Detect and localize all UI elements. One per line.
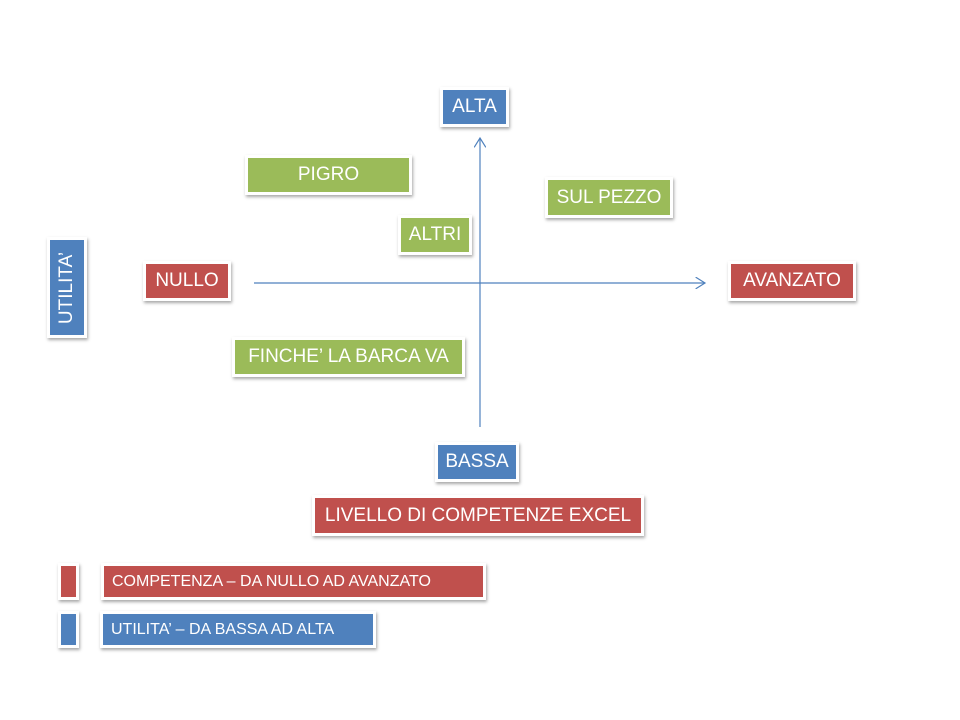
label-alta: ALTA — [440, 87, 509, 127]
label-nullo: NULLO — [143, 261, 231, 301]
legend-swatch-utilita — [58, 611, 79, 648]
legend-utilita: UTILITA’ – DA BASSA AD ALTA — [100, 611, 376, 648]
label-avanzato: AVANZATO — [728, 261, 856, 301]
legend-swatch-competenza — [58, 563, 79, 600]
x-axis-title: LIVELLO DI COMPETENZE EXCEL — [312, 495, 644, 536]
legend-competenza: COMPETENZA – DA NULLO AD AVANZATO — [101, 563, 486, 600]
y-axis-title: UTILITA’ — [47, 237, 87, 338]
label-bassa: BASSA — [435, 442, 519, 482]
y-axis-title-text: UTILITA’ — [56, 251, 78, 324]
category-finche-la-barca-va: FINCHE’ LA BARCA VA — [232, 337, 465, 377]
category-sul-pezzo: SUL PEZZO — [545, 177, 673, 218]
category-altri: ALTRI — [398, 215, 472, 255]
category-pigro: PIGRO — [245, 155, 412, 195]
